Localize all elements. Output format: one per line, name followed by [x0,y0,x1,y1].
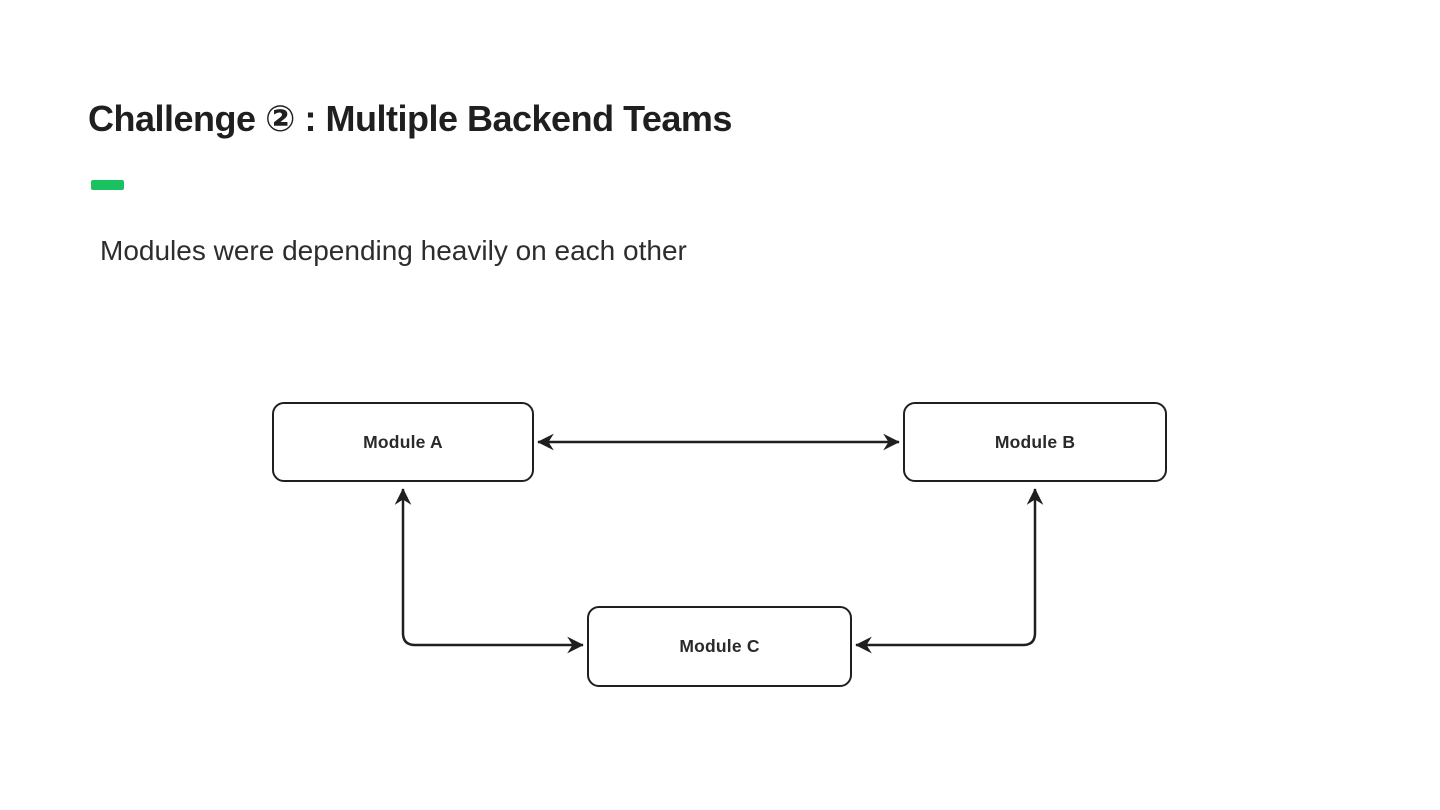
slide-subtitle: Modules were depending heavily on each o… [100,235,687,266]
node-module-a-label: Module A [363,431,443,452]
accent-dash [91,180,124,190]
node-module-a: Module A [272,402,534,482]
node-module-b-label: Module B [994,431,1076,452]
node-module-b: Module B [903,402,1167,482]
slide-title: Challenge ② : Multiple Backend Teams [88,98,732,139]
edge-module-a-module-c [394,488,584,654]
edge-module-b-module-c [855,488,1044,654]
node-module-c-label: Module C [679,636,760,656]
node-module-c: Module C [587,606,852,687]
